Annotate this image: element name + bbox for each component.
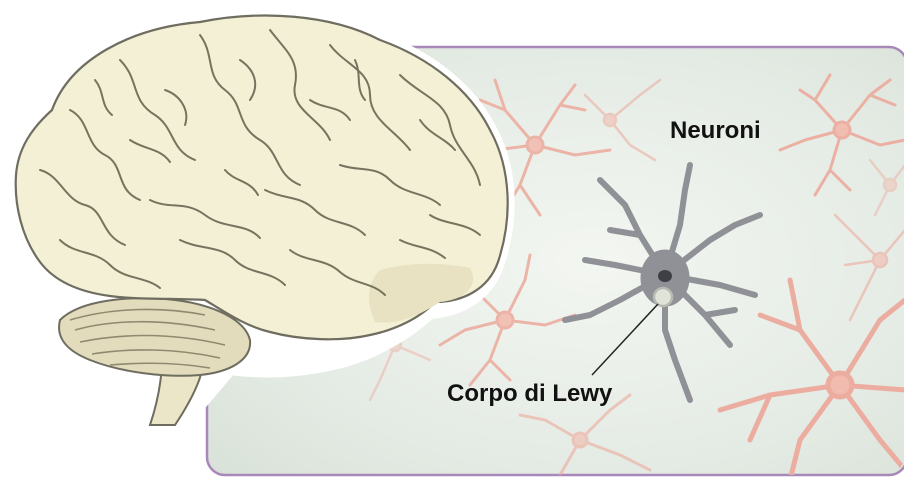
lewy-body-label: Corpo di Lewy [447, 380, 612, 408]
nucleus [658, 270, 672, 282]
neurons-label: Neuroni [670, 117, 761, 145]
lewy-body [654, 288, 672, 306]
